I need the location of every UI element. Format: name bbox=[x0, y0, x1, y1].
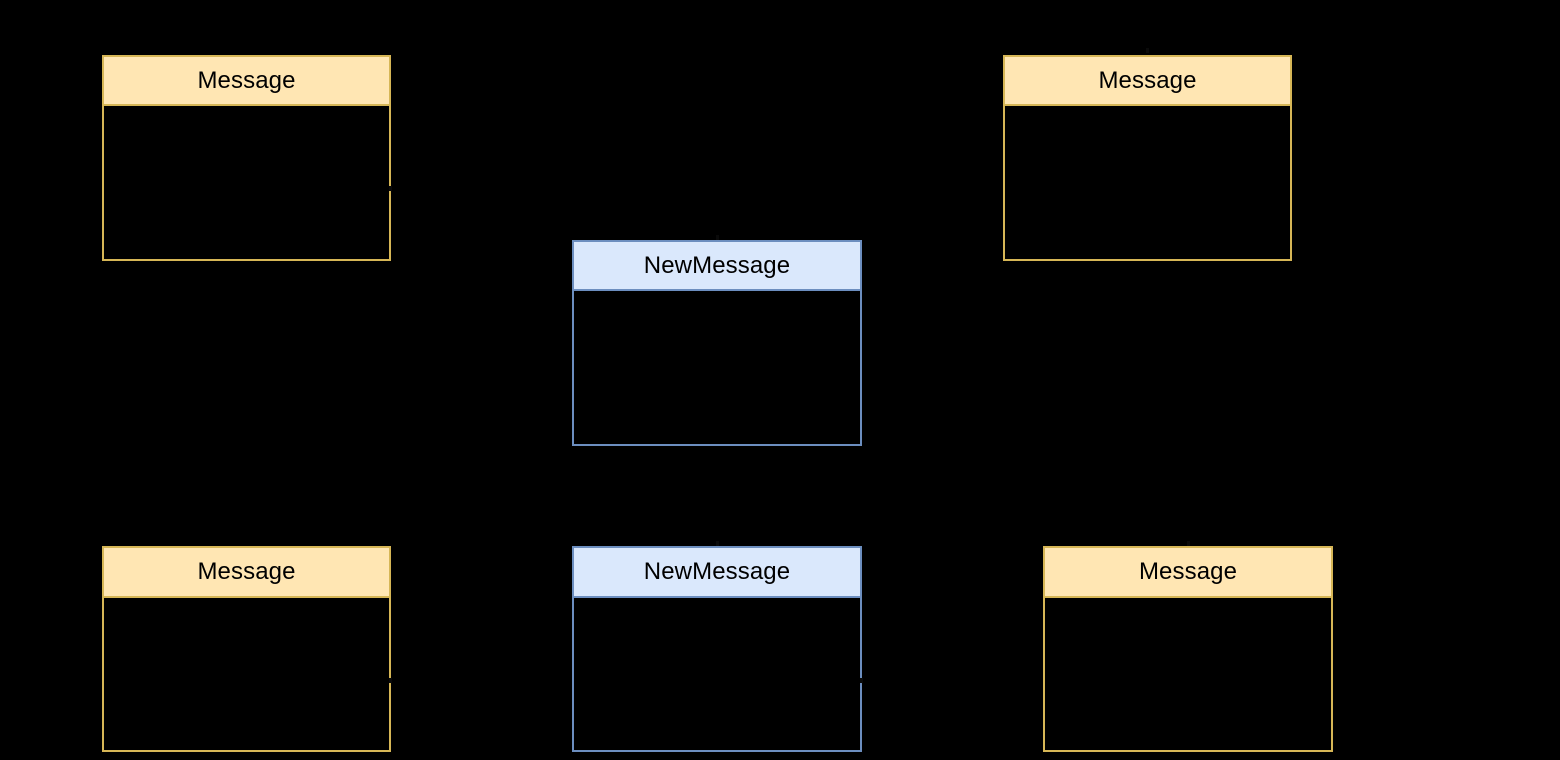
uml-class-title: NewMessage bbox=[572, 546, 862, 598]
connection-point[interactable] bbox=[1146, 48, 1149, 53]
uml-class-message-bottom-right[interactable]: Message bbox=[1043, 546, 1333, 752]
uml-class-title: NewMessage bbox=[572, 240, 862, 291]
uml-class-title: Message bbox=[1043, 546, 1333, 598]
uml-class-message-top-left[interactable]: Message bbox=[102, 55, 391, 261]
uml-class-body bbox=[572, 291, 862, 446]
uml-class-body bbox=[1003, 106, 1292, 261]
uml-class-message-bottom-left[interactable]: Message bbox=[102, 546, 391, 752]
uml-class-newmessage-middle[interactable]: NewMessage bbox=[572, 240, 862, 446]
uml-class-title: Message bbox=[102, 546, 391, 598]
uml-class-body bbox=[572, 598, 862, 752]
uml-class-newmessage-bottom-middle[interactable]: NewMessage bbox=[572, 546, 862, 752]
uml-class-title: Message bbox=[102, 55, 391, 106]
uml-class-body bbox=[102, 106, 391, 261]
uml-class-message-top-right[interactable]: Message bbox=[1003, 55, 1292, 261]
uml-class-body bbox=[1043, 598, 1333, 752]
uml-class-body bbox=[102, 598, 391, 752]
uml-class-title: Message bbox=[1003, 55, 1292, 106]
